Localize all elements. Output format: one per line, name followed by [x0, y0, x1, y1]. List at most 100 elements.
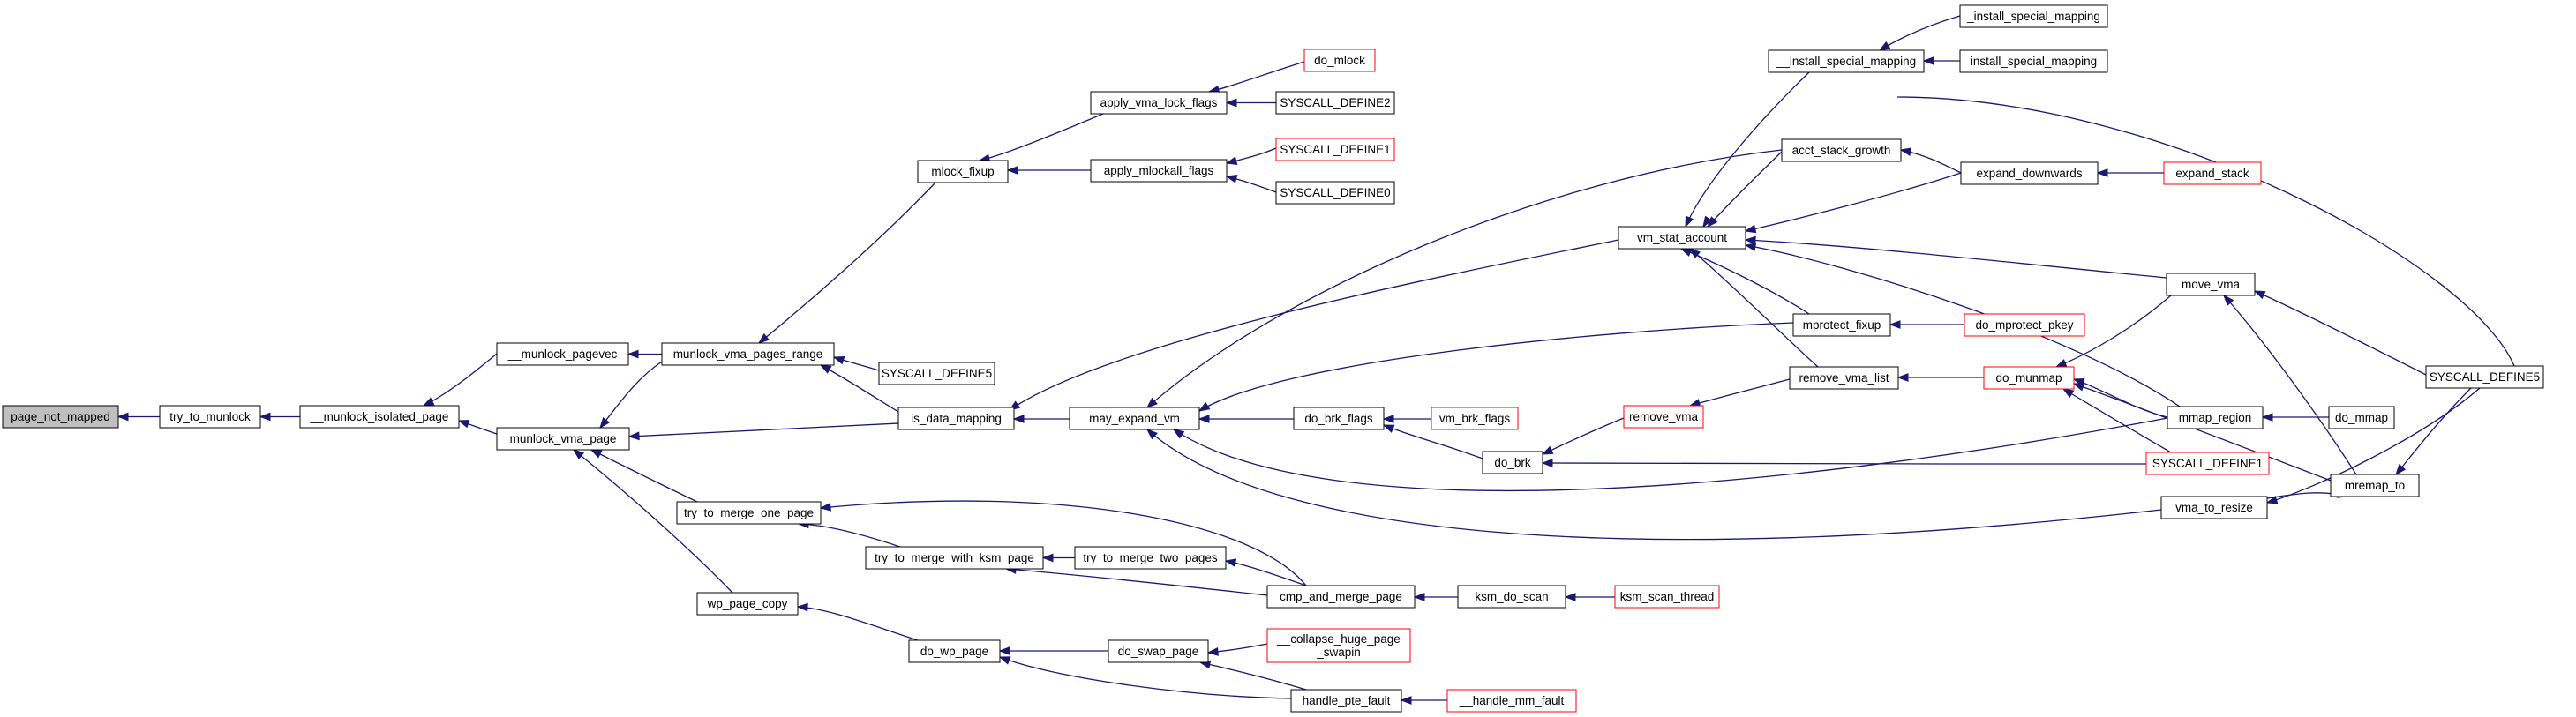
node-do_brk[interactable]: do_brk: [1482, 451, 1543, 474]
edge-do_wp_page-to-wp_page_copy: [796, 602, 919, 641]
node-is_data_mapping[interactable]: is_data_mapping: [897, 407, 1015, 430]
node-may_expand_vm[interactable]: may_expand_vm: [1069, 407, 1200, 430]
node-collapse_huge_page_swapin[interactable]: __collapse_huge_page_swapin: [1266, 628, 1411, 663]
node-syscall_define5_b[interactable]: SYSCALL_DEFINE5: [2425, 365, 2544, 389]
node-box: [1614, 585, 1720, 609]
node-box: [1266, 585, 1416, 609]
node-install_special_mapping2[interactable]: __install_special_mapping: [1768, 49, 1925, 73]
node-install_special_mapping1[interactable]: _install_special_mapping: [1959, 4, 2108, 28]
node-box: [1792, 313, 1891, 337]
arrowhead: [757, 332, 770, 344]
arrowhead: [2223, 294, 2234, 306]
edge-line: [1173, 417, 2168, 492]
arrowhead: [627, 349, 639, 359]
node-do_brk_flags[interactable]: do_brk_flags: [1293, 407, 1385, 430]
edge-syscall_define1_b-to-do_munmap: [2062, 388, 2172, 453]
edge-acct_stack_growth-to-vm_stat_account: [1707, 151, 1783, 228]
node-vm_brk_flags[interactable]: vm_brk_flags: [1431, 407, 1519, 430]
node-label: munlock_vma_page: [510, 432, 617, 445]
node-try_to_merge_one_page[interactable]: try_to_merge_one_page: [676, 501, 822, 525]
node-page_not_mapped[interactable]: page_not_mapped: [2, 405, 119, 429]
node-apply_mlockall_flags[interactable]: apply_mlockall_flags: [1090, 159, 1228, 183]
edge-line: [1146, 149, 1783, 408]
edge-syscall_define5_a-to-munlock_vma_pages_range: [832, 355, 880, 371]
arrowhead: [1006, 166, 1018, 175]
node-ksm_scan_thread[interactable]: ksm_scan_thread: [1614, 585, 1720, 609]
node-move_vma[interactable]: move_vma: [2166, 273, 2256, 296]
node-expand_stack[interactable]: expand_stack: [2163, 161, 2262, 185]
arrowhead: [2253, 290, 2266, 300]
node-munlock_isolated_page[interactable]: __munlock_isolated_page: [299, 405, 460, 429]
node-label: SYSCALL_DEFINE2: [1280, 96, 1390, 109]
node-mlock_fixup[interactable]: mlock_fixup: [917, 160, 1009, 183]
node-try_to_merge_with_ksm_page[interactable]: try_to_merge_with_ksm_page: [865, 546, 1044, 570]
edge-line: [820, 500, 1307, 586]
node-cmp_and_merge_page[interactable]: cmp_and_merge_page: [1266, 585, 1416, 609]
node-install_special_mapping[interactable]: install_special_mapping: [1959, 49, 2108, 73]
node-box: [676, 501, 822, 525]
arrowhead: [1896, 373, 1909, 382]
node-expand_downwards[interactable]: expand_downwards: [1960, 161, 2099, 185]
node-vm_stat_account[interactable]: vm_stat_account: [1618, 226, 1746, 250]
node-handle_pte_fault[interactable]: handle_pte_fault: [1290, 689, 1402, 713]
node-try_to_munlock[interactable]: try_to_munlock: [159, 405, 261, 429]
node-box: [1275, 91, 1395, 115]
node-munlock_pagevec[interactable]: __munlock_pagevec: [496, 342, 629, 366]
node-apply_vma_lock_flags[interactable]: apply_vma_lock_flags: [1090, 91, 1228, 115]
node-do_mlock[interactable]: do_mlock: [1303, 49, 1376, 72]
node-box: [1789, 366, 1899, 390]
node-do_mprotect_pkey[interactable]: do_mprotect_pkey: [1964, 313, 2085, 337]
node-vma_to_resize[interactable]: vma_to_resize: [2160, 496, 2268, 519]
arrowhead: [1889, 320, 1901, 329]
edge-do_mmap-to-mmap_region: [2261, 413, 2329, 422]
arrowhead: [599, 416, 611, 429]
arrowhead: [832, 355, 845, 365]
node-do_munmap[interactable]: do_munmap: [1983, 366, 2075, 390]
edge-expand_downwards-to-acct_stack_growth: [1899, 147, 1962, 174]
node-mmap_region[interactable]: mmap_region: [2167, 406, 2264, 429]
node-box: [2145, 452, 2270, 475]
node-label: ksm_scan_thread: [1620, 590, 1715, 603]
node-mremap_to[interactable]: mremap_to: [2330, 474, 2420, 497]
node-box: [1618, 226, 1746, 250]
edge-line: [1542, 417, 1625, 455]
edge-do_brk-to-do_brk_flags: [1382, 424, 1483, 459]
edge-remove_vma_list-to-remove_vma: [1688, 378, 1791, 407]
node-box: [496, 342, 629, 366]
node-try_to_merge_two_pages[interactable]: try_to_merge_two_pages: [1074, 546, 1227, 570]
node-do_mmap[interactable]: do_mmap: [2328, 406, 2395, 429]
node-label: mlock_fixup: [931, 165, 994, 178]
node-label: SYSCALL_DEFINE0: [1280, 186, 1390, 199]
node-mprotect_fixup[interactable]: mprotect_fixup: [1792, 313, 1891, 337]
node-syscall_define5_a[interactable]: SYSCALL_DEFINE5: [878, 362, 995, 385]
node-box: [2, 405, 119, 429]
edge-do_swap_page-to-do_wp_page: [998, 646, 1108, 655]
node-label: do_mprotect_pkey: [1975, 318, 2073, 332]
arrowhead: [1382, 415, 1394, 423]
edge-line: [1745, 244, 2181, 407]
node-box: [917, 160, 1009, 183]
node-ksm_do_scan[interactable]: ksm_do_scan: [1457, 585, 1566, 609]
node-do_wp_page[interactable]: do_wp_page: [908, 639, 1001, 663]
node-syscall_define1_b[interactable]: SYSCALL_DEFINE1: [2145, 452, 2270, 475]
node-handle_mm_fault[interactable]: __handle_mm_fault: [1446, 689, 1577, 713]
node-do_swap_page[interactable]: do_swap_page: [1108, 639, 1209, 663]
node-label: SYSCALL_DEFINE5: [882, 367, 992, 380]
node-remove_vma_list[interactable]: remove_vma_list: [1789, 366, 1899, 390]
node-label: _swapin: [1316, 646, 1361, 659]
node-munlock_vma_page[interactable]: munlock_vma_page: [496, 427, 630, 451]
node-box: [1623, 405, 1704, 429]
node-syscall_define0[interactable]: SYSCALL_DEFINE0: [1275, 181, 1395, 205]
edge-wp_page_copy-to-munlock_vma_page: [572, 449, 733, 594]
edge-line: [979, 113, 1104, 161]
edge-try_to_merge_with_ksm_page-to-try_to_merge_one_page: [797, 519, 901, 548]
node-wp_page_copy[interactable]: wp_page_copy: [696, 592, 799, 616]
node-syscall_define2[interactable]: SYSCALL_DEFINE2: [1275, 91, 1395, 115]
node-munlock_vma_pages_range[interactable]: munlock_vma_pages_range: [661, 342, 835, 366]
node-syscall_define1_a[interactable]: SYSCALL_DEFINE1: [1275, 138, 1395, 161]
node-acct_stack_growth[interactable]: acct_stack_growth: [1781, 138, 1902, 162]
edge-line: [1689, 248, 1819, 368]
edge-line: [1199, 661, 1307, 691]
node-remove_vma[interactable]: remove_vma: [1623, 405, 1704, 429]
